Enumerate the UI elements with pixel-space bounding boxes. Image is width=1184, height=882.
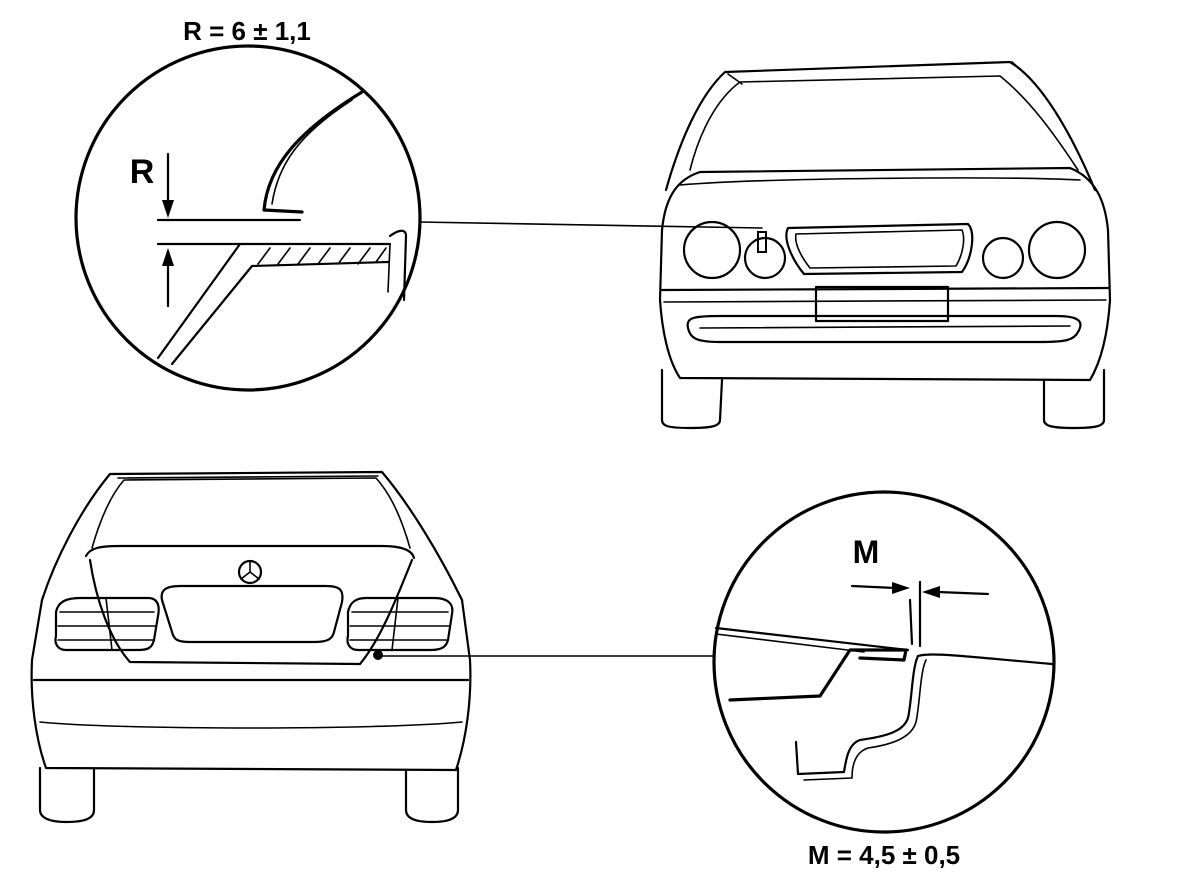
- car-rear-view: [30, 470, 472, 824]
- m-marker-label: M: [853, 534, 880, 570]
- m-tolerance-label: M = 4,5 ± 0,5: [808, 840, 960, 870]
- detail-circle-r: [74, 44, 422, 392]
- detail-circle-m: [712, 490, 1056, 834]
- r-tolerance-label: R = 6 ± 1,1: [183, 16, 311, 46]
- car-front-view: [658, 60, 1112, 430]
- r-marker-label: R: [130, 153, 155, 191]
- leader-line-front: [417, 221, 763, 229]
